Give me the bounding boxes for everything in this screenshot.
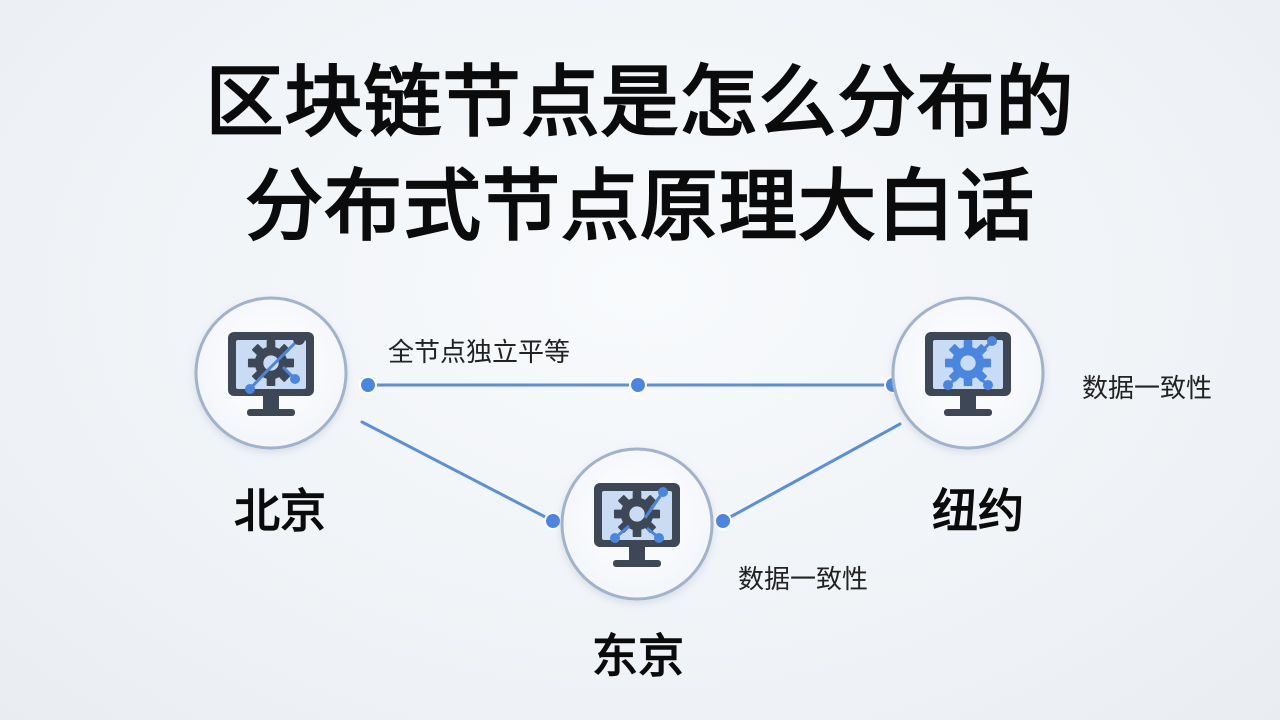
dot-midpoint	[629, 376, 647, 394]
dot-beijing-right	[359, 376, 377, 394]
edge-label-consistency-right: 数据一致性	[1082, 374, 1213, 404]
node-tokyo	[560, 447, 714, 601]
title-line-2: 分布式节点原理大白话	[244, 162, 1035, 252]
title-line-1: 区块链节点是怎么分布的	[205, 58, 1075, 148]
computer-gear-icon	[228, 332, 314, 416]
computer-gear-icon	[594, 483, 680, 567]
link-tokyo-newyork	[721, 422, 902, 523]
computer-gear-icon	[925, 332, 1011, 416]
node-label-beijing: 北京	[234, 484, 326, 538]
dot-tokyo-right	[714, 512, 732, 530]
node-label-newyork: 纽约	[932, 484, 1024, 538]
dot-tokyo-left	[544, 512, 562, 530]
node-newyork	[891, 296, 1045, 450]
node-beijing	[194, 296, 348, 450]
edge-label-equal-nodes: 全节点独立平等	[388, 338, 571, 368]
link-beijing-tokyo	[360, 420, 555, 523]
node-label-tokyo: 东京	[592, 629, 684, 683]
edge-label-consistency-bottom: 数据一致性	[738, 565, 869, 595]
